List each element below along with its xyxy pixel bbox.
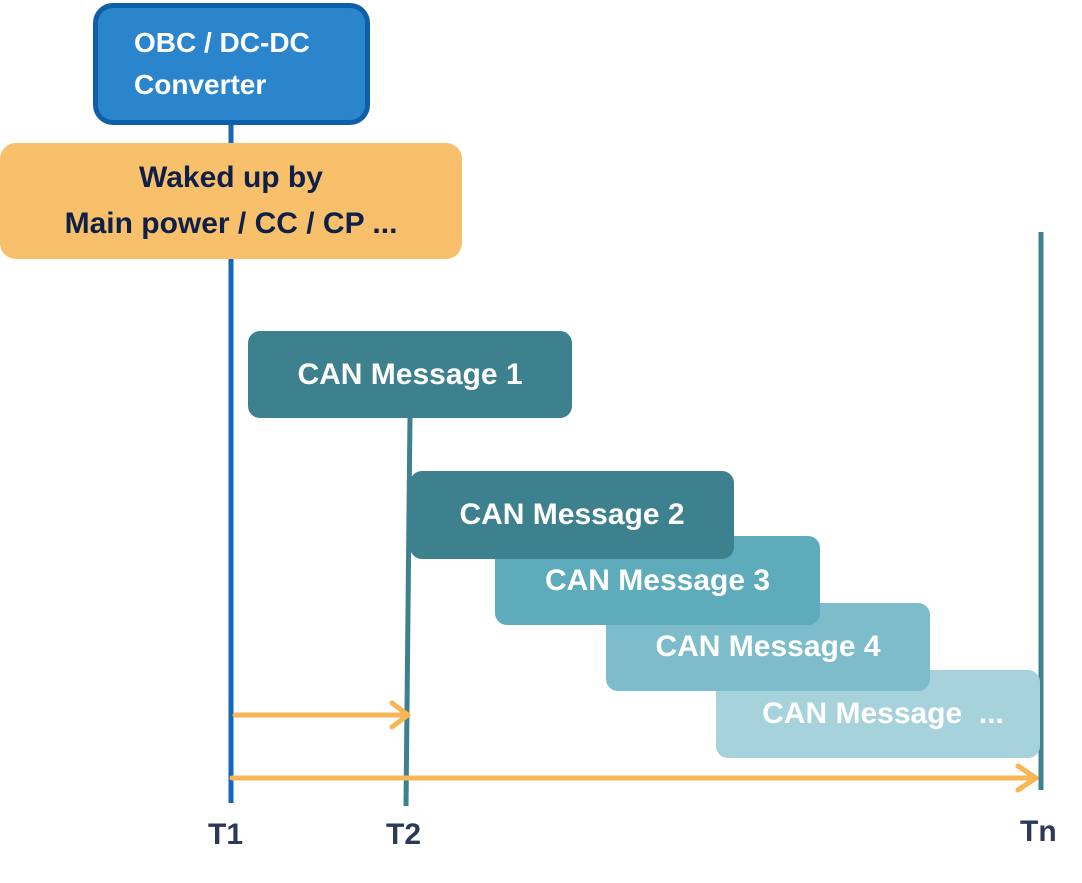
wake-up-source-box: Waked up by Main power / CC / CP ... <box>0 143 462 259</box>
obc-dcdc-converter-box: OBC / DC-DC Converter <box>93 3 370 125</box>
t2-line <box>403 414 413 807</box>
can-message-2-label: CAN Message 2 <box>459 498 685 531</box>
can-message-n-label: CAN Message ... <box>762 697 1004 730</box>
time-label-t1: T1 <box>208 818 244 851</box>
can-message-3: CAN Message 3 <box>495 536 820 625</box>
can-message-2: CAN Message 2 <box>410 471 734 559</box>
time-label-tn: Tn <box>1020 815 1057 848</box>
can-message-4-label: CAN Message 4 <box>655 630 881 663</box>
obc-line1: OBC / DC-DC <box>134 27 310 58</box>
arrow-t1-t2 <box>232 700 411 730</box>
can-message-1-label: CAN Message 1 <box>297 357 523 391</box>
arrow-t1-tn <box>229 763 1039 793</box>
can-message-1: CAN Message 1 <box>248 331 572 418</box>
can-message-3-label: CAN Message 3 <box>544 563 771 597</box>
wake-line1: Waked up by <box>139 161 323 194</box>
obc-line2: Converter <box>134 69 267 100</box>
wake-line2: Main power / CC / CP ... <box>64 207 398 240</box>
time-label-t2: T2 <box>386 818 422 851</box>
